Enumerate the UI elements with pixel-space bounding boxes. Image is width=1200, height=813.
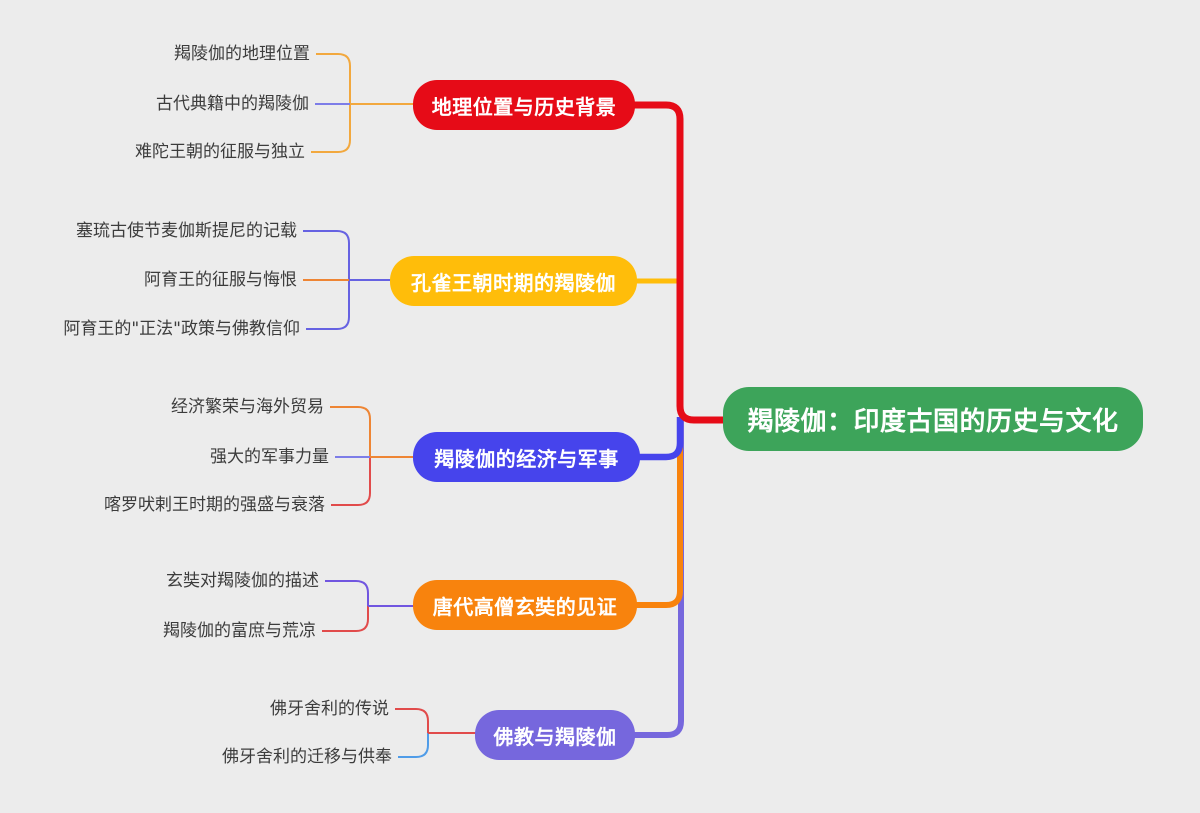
- leaf-label[interactable]: 羯陵伽的地理位置: [174, 43, 310, 64]
- branch5-leaf1-curve: [395, 708, 429, 733]
- branch-node-geography-history[interactable]: 地理位置与历史背景: [413, 80, 635, 130]
- branch-node-economy-military[interactable]: 羯陵伽的经济与军事: [413, 432, 640, 482]
- leaf-label[interactable]: 古代典籍中的羯陵伽: [156, 93, 309, 114]
- leaf-label[interactable]: 难陀王朝的征服与独立: [135, 141, 305, 162]
- leaf-label[interactable]: 阿育王的"正法"政策与佛教信仰: [63, 318, 300, 339]
- leaf-label[interactable]: 玄奘对羯陵伽的描述: [166, 570, 319, 591]
- trunk-root-to-branch4: [632, 418, 683, 608]
- trunk-root-to-branch3: [638, 417, 684, 461]
- leaf-label[interactable]: 阿育王的征服与悔恨: [144, 269, 297, 290]
- branch3-leaf3-curve: [331, 457, 371, 506]
- trunk-root-to-branch1: [602, 101, 726, 424]
- leaf-label[interactable]: 强大的军事力量: [210, 446, 329, 467]
- branch-node-maurya-period[interactable]: 孔雀王朝时期的羯陵伽: [390, 256, 637, 306]
- leaf-label[interactable]: 塞琉古使节麦伽斯提尼的记载: [76, 220, 297, 241]
- branch3-leaf1-curve: [330, 406, 371, 457]
- leaf-label[interactable]: 喀罗吠剌王时期的强盛与衰落: [104, 494, 325, 515]
- leaf-label[interactable]: 羯陵伽的富庶与荒凉: [163, 620, 316, 641]
- leaf-label[interactable]: 经济繁荣与海外贸易: [171, 396, 324, 417]
- branch4-leaf2-curve: [322, 606, 369, 632]
- leaf-label[interactable]: 佛牙舍利的传说: [270, 698, 389, 719]
- branch5-leaf2-curve: [398, 733, 429, 758]
- trunk-root-to-branch5: [632, 418, 684, 738]
- root-node[interactable]: 羯陵伽：印度古国的历史与文化: [723, 387, 1143, 451]
- branch4-leaf1-curve: [325, 580, 369, 606]
- branch-node-xuanzang-witness[interactable]: 唐代高僧玄奘的见证: [413, 580, 637, 630]
- branch-node-buddhism[interactable]: 佛教与羯陵伽: [475, 710, 635, 760]
- leaf-label[interactable]: 佛牙舍利的迁移与供奉: [222, 746, 392, 767]
